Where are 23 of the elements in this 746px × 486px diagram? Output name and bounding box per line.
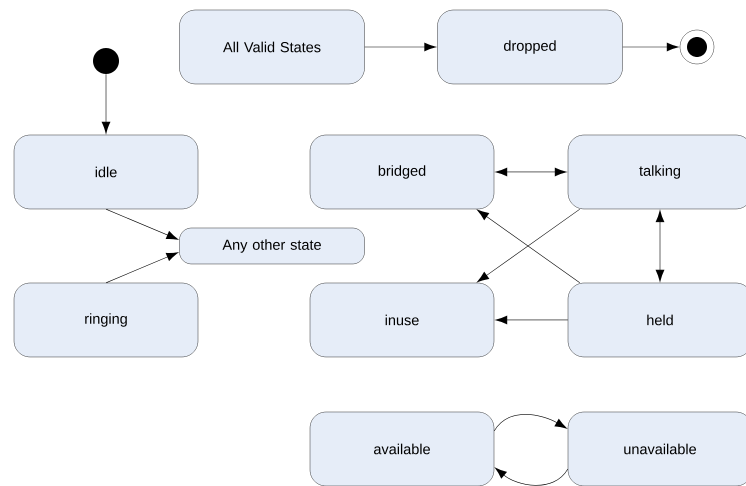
arrow	[495, 168, 567, 176]
arrow	[656, 210, 664, 282]
arrow	[102, 74, 110, 134]
arrow	[364, 42, 436, 52]
initial-state	[93, 48, 119, 74]
arrow	[494, 468, 568, 486]
state-box: inuse	[310, 282, 494, 358]
state-box: All Valid States	[179, 10, 365, 84]
state-box: unavailable	[568, 412, 746, 486]
final-state	[680, 30, 714, 64]
state-box: idle	[14, 134, 198, 210]
state-box: ringing	[14, 282, 198, 358]
state-label-box: Any other state	[179, 228, 365, 264]
state-box: bridged	[310, 134, 494, 210]
state-box: dropped	[437, 10, 623, 84]
arrow	[622, 42, 679, 52]
state-box: talking	[568, 134, 746, 210]
state-box: available	[310, 412, 494, 486]
state-box: held	[568, 282, 746, 358]
arrow	[494, 414, 567, 432]
arrow	[495, 316, 568, 324]
arrow	[106, 252, 178, 284]
arrow	[106, 208, 178, 240]
